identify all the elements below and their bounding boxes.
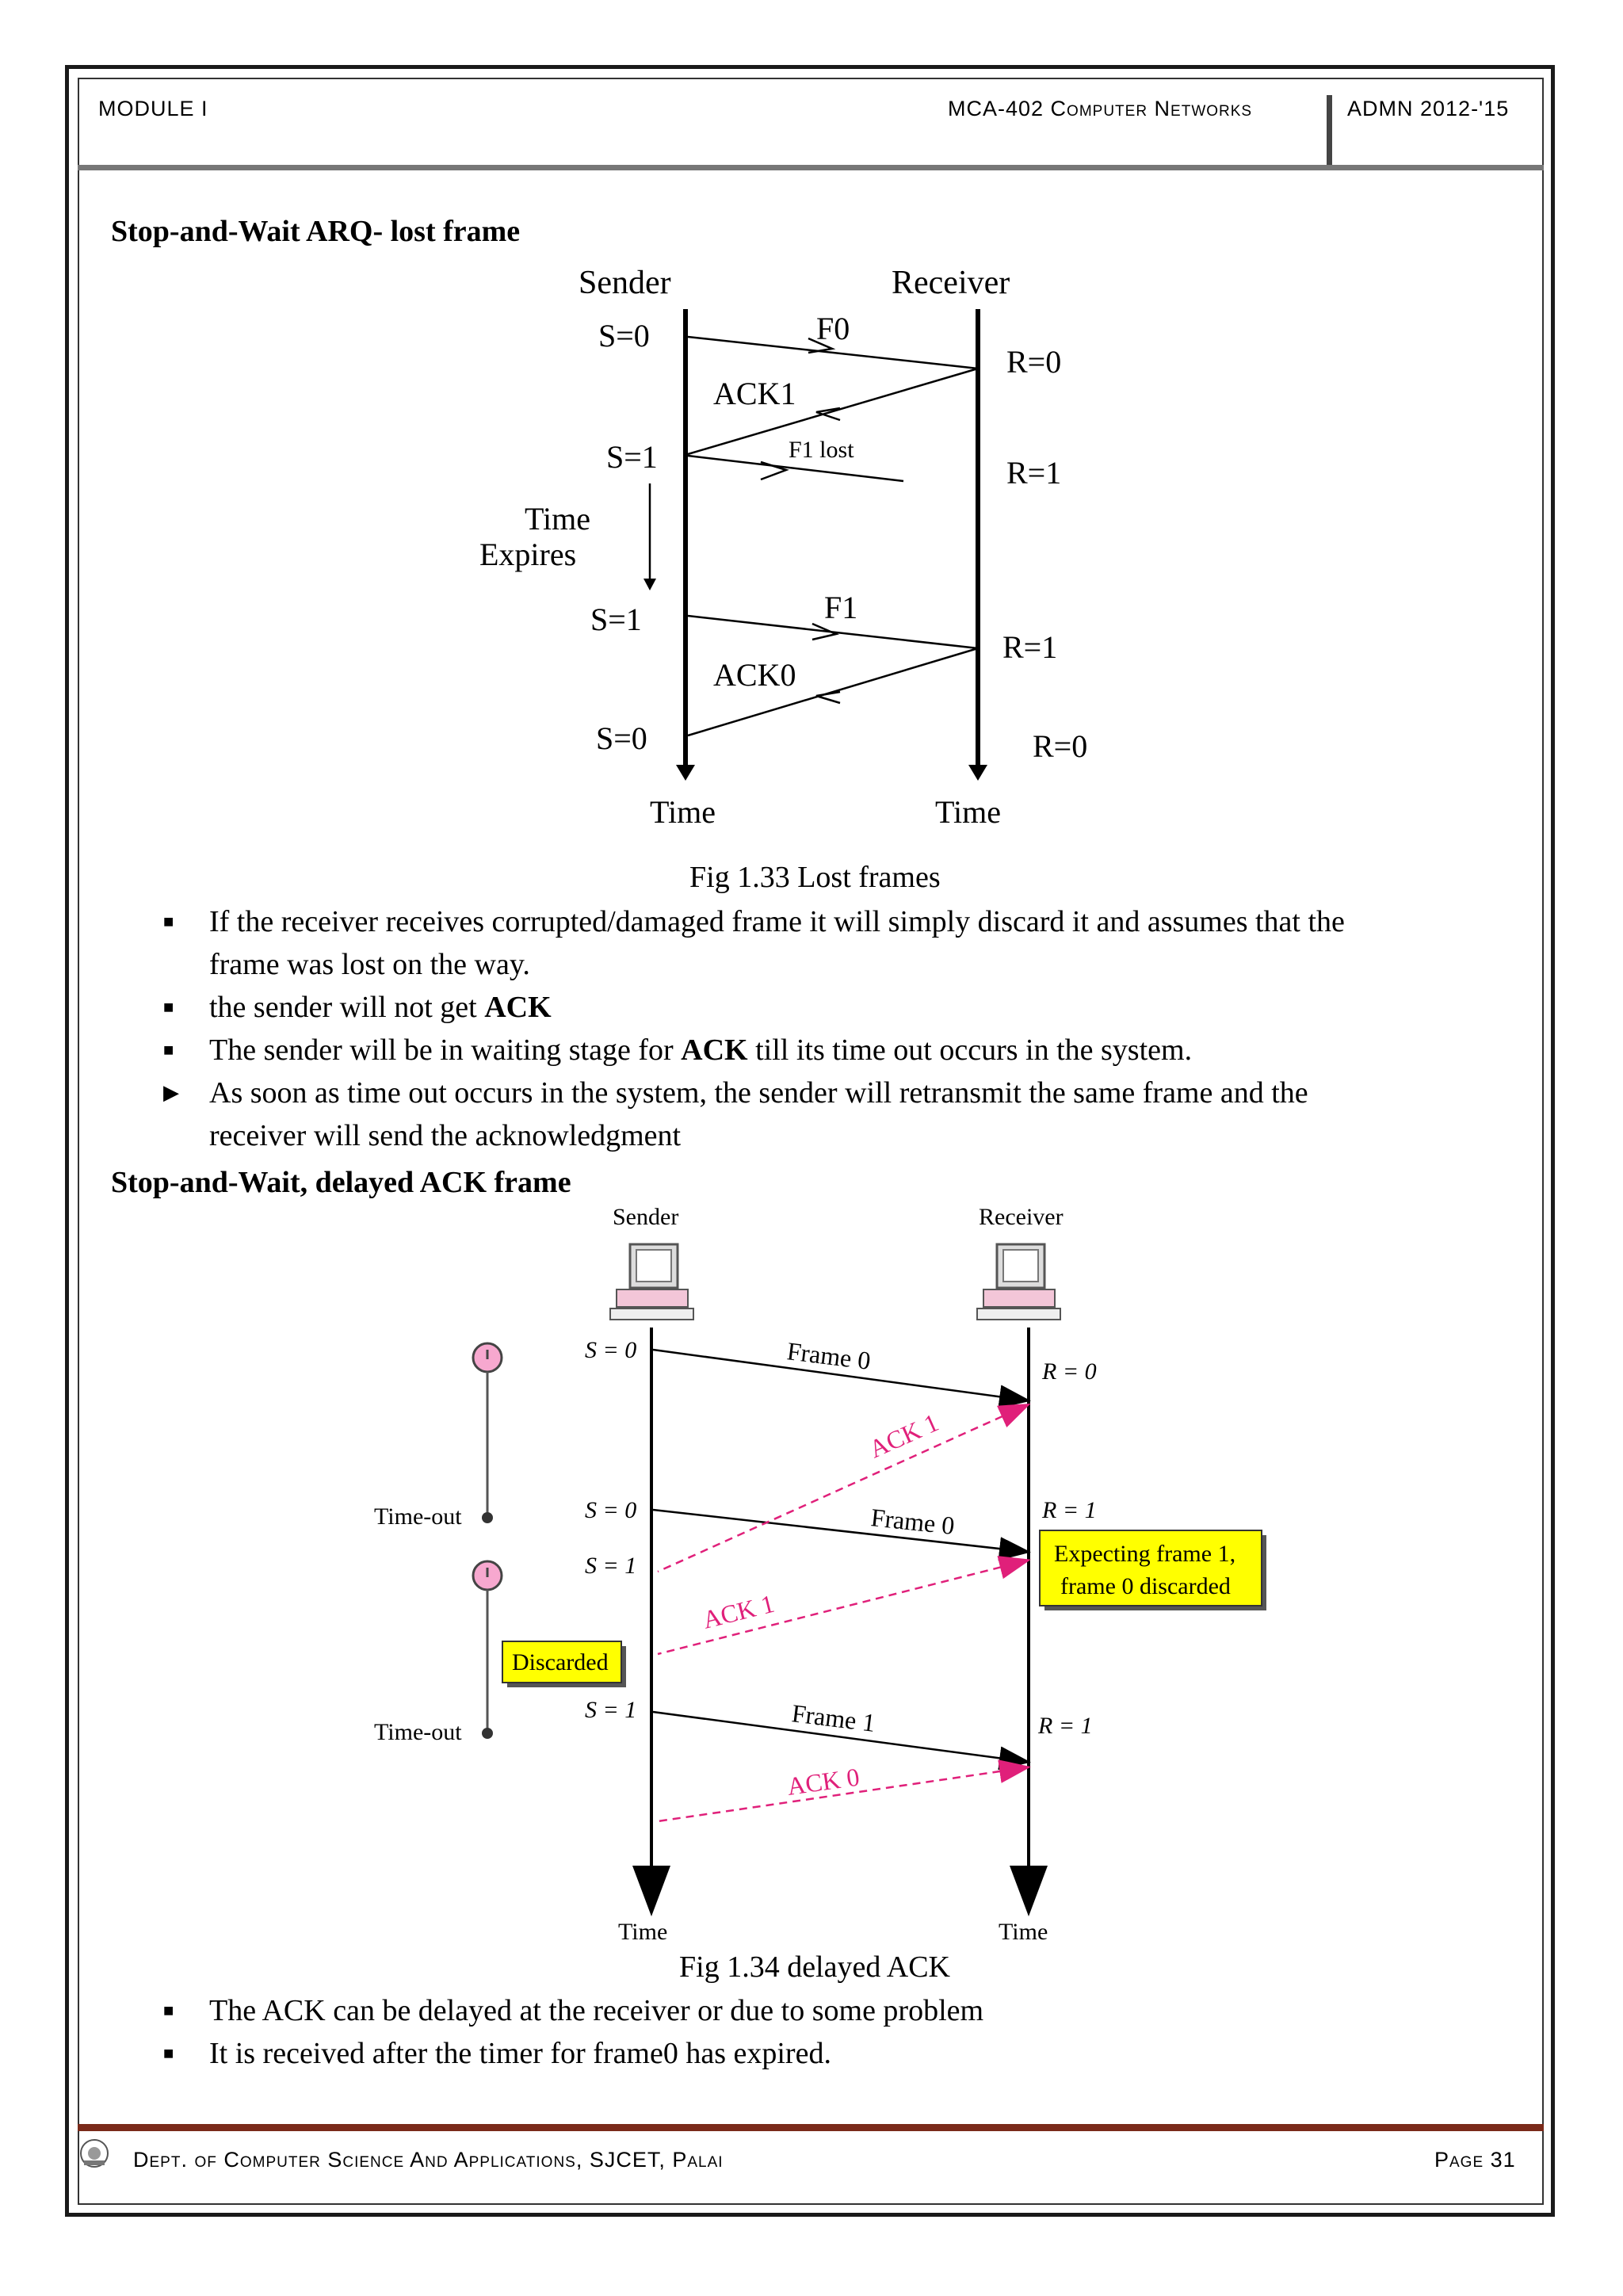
d1-time-expires-2: Expires bbox=[479, 537, 576, 572]
footer-dept: Dept. of Computer Science And Applicatio… bbox=[133, 2148, 724, 2172]
svg-text:Discarded: Discarded bbox=[512, 1649, 609, 1675]
s1-bullet-3: ■The sender will be in waiting stage for… bbox=[151, 1029, 1498, 1072]
d2-frame0b: Frame 0 bbox=[869, 1503, 956, 1540]
section1-bullet-list: ■If the receiver receives corrupted/dama… bbox=[151, 900, 1498, 1157]
d2-ack0: ACK 0 bbox=[785, 1763, 861, 1801]
section2-bullet-list: ■The ACK can be delayed at the receiver … bbox=[151, 1989, 1498, 2075]
receiver-computer-icon bbox=[976, 1243, 1061, 1320]
s2-bullet-1: ■The ACK can be delayed at the receiver … bbox=[151, 1989, 1498, 2032]
header-rule bbox=[78, 165, 1544, 170]
d1-r0b: R=0 bbox=[1033, 728, 1087, 764]
d2-arrow-frame1 bbox=[652, 1710, 1031, 1771]
delayed-ack-diagram: Sender Receiver Time Time S = 0 R = 0 S … bbox=[374, 1204, 1266, 1942]
footer-rule bbox=[78, 2124, 1544, 2131]
d1-arrow-f0 bbox=[687, 335, 979, 370]
page-border-outer bbox=[65, 65, 1555, 2217]
d1-receiver-label: Receiver bbox=[892, 265, 1010, 301]
d2-arrow-ack1a bbox=[657, 1403, 1031, 1573]
d1-arrow-f1-lost bbox=[687, 454, 904, 483]
svg-text:frame 0 discarded: frame 0 discarded bbox=[1060, 1573, 1231, 1599]
d1-sender-time-arrow bbox=[676, 765, 695, 781]
d1-sender-label: Sender bbox=[579, 265, 671, 301]
d1-receiver-time-arrow bbox=[968, 765, 987, 781]
d1-arrow-ack0 bbox=[687, 647, 979, 737]
discarded-note: Discarded bbox=[502, 1641, 626, 1687]
d2-ack1a: ACK 1 bbox=[865, 1408, 942, 1463]
d1-f1: F1 bbox=[824, 590, 857, 625]
sender-computer-icon bbox=[609, 1243, 694, 1320]
d2-r1a: R = 1 bbox=[1041, 1497, 1097, 1523]
d2-arrow-frame0b bbox=[652, 1508, 1031, 1561]
d1-time-expires-arrowhead bbox=[643, 579, 656, 590]
d1-s0b: S=0 bbox=[596, 720, 647, 756]
d2-s0a: S = 0 bbox=[585, 1337, 636, 1363]
d2-arrow-ack1b bbox=[657, 1556, 1031, 1656]
expecting-note: Expecting frame 1, frame 0 discarded bbox=[1039, 1530, 1266, 1610]
d1-ack0: ACK0 bbox=[713, 657, 796, 693]
square-bullet-icon: ■ bbox=[163, 997, 174, 1017]
d1-s1a: S=1 bbox=[606, 439, 658, 475]
s1-bullet-4-cont: receiver will send the acknowledgment bbox=[209, 1119, 682, 1152]
d1-time-receiver: Time bbox=[935, 794, 1001, 830]
d2-receiver-label: Receiver bbox=[979, 1204, 1064, 1230]
d1-arrow-ack1 bbox=[687, 367, 979, 456]
d2-time-sender: Time bbox=[618, 1919, 667, 1942]
footer-page: Page 31 bbox=[1434, 2148, 1516, 2172]
svg-text:Expecting frame 1,: Expecting frame 1, bbox=[1054, 1541, 1235, 1567]
d1-r1b: R=1 bbox=[1002, 629, 1057, 665]
d1-ack1: ACK1 bbox=[713, 376, 796, 411]
d1-s1b: S=1 bbox=[590, 602, 642, 637]
d2-timeout-1: Time-out bbox=[374, 1503, 462, 1530]
d2-arrow-frame0a bbox=[652, 1348, 1031, 1409]
d2-time-receiver: Time bbox=[999, 1919, 1048, 1942]
d1-f1-lost: F1 lost bbox=[789, 437, 854, 463]
d2-s0b: S = 0 bbox=[585, 1497, 636, 1523]
s1-bullet-1: ■If the receiver receives corrupted/dama… bbox=[151, 900, 1498, 943]
fig2-caption: Fig 1.34 delayed ACK bbox=[679, 1950, 950, 1984]
header-separator bbox=[1327, 95, 1332, 166]
section2-heading: Stop-and-Wait, delayed ACK frame bbox=[111, 1166, 571, 1199]
d2-r1b: R = 1 bbox=[1037, 1713, 1093, 1739]
s2-bullet-2: ■It is received after the timer for fram… bbox=[151, 2032, 1498, 2075]
square-bullet-icon: ■ bbox=[163, 1040, 174, 1060]
section1-heading: Stop-and-Wait ARQ- lost frame bbox=[111, 215, 521, 248]
square-bullet-icon: ■ bbox=[163, 2043, 174, 2063]
d1-r0a: R=0 bbox=[1006, 344, 1061, 380]
d2-s1a: S = 1 bbox=[585, 1553, 636, 1579]
college-logo-icon bbox=[80, 2139, 109, 2168]
s1-bullet-2: ■the sender will not get ACK bbox=[151, 986, 1498, 1029]
s1-bullet-4: ▶As soon as time out occurs in the syste… bbox=[151, 1072, 1498, 1114]
timer-1 bbox=[472, 1342, 503, 1523]
d2-r0: R = 0 bbox=[1041, 1358, 1097, 1385]
d1-f0: F0 bbox=[816, 311, 850, 346]
d2-arrow-ack0 bbox=[657, 1759, 1031, 1823]
d2-s1b: S = 1 bbox=[585, 1697, 636, 1723]
square-bullet-icon: ■ bbox=[163, 2000, 174, 2020]
header-module: MODULE I bbox=[98, 97, 208, 120]
d2-timeout-2: Time-out bbox=[374, 1719, 462, 1745]
d1-r1a: R=1 bbox=[1006, 455, 1061, 491]
s1-bullet-1-cont: frame was lost on the way. bbox=[209, 948, 530, 981]
header-course: MCA-402 Computer Networks bbox=[948, 97, 1253, 120]
page-border-inner bbox=[78, 78, 1544, 2205]
fig1-caption: Fig 1.33 Lost frames bbox=[689, 861, 941, 894]
d1-time-expires-1: Time bbox=[525, 501, 590, 537]
d1-s0a: S=0 bbox=[598, 318, 650, 353]
d2-sender-label: Sender bbox=[613, 1204, 678, 1230]
lost-frame-diagram: Sender Receiver S=0 F0 R=0 ACK1 S=1 R=1 … bbox=[479, 265, 1087, 830]
timer-2 bbox=[472, 1560, 503, 1739]
header-admn: ADMN 2012-'15 bbox=[1347, 97, 1510, 120]
square-bullet-icon: ■ bbox=[163, 911, 174, 931]
triangle-bullet-icon: ▶ bbox=[163, 1081, 179, 1104]
d1-time-sender: Time bbox=[650, 794, 716, 830]
